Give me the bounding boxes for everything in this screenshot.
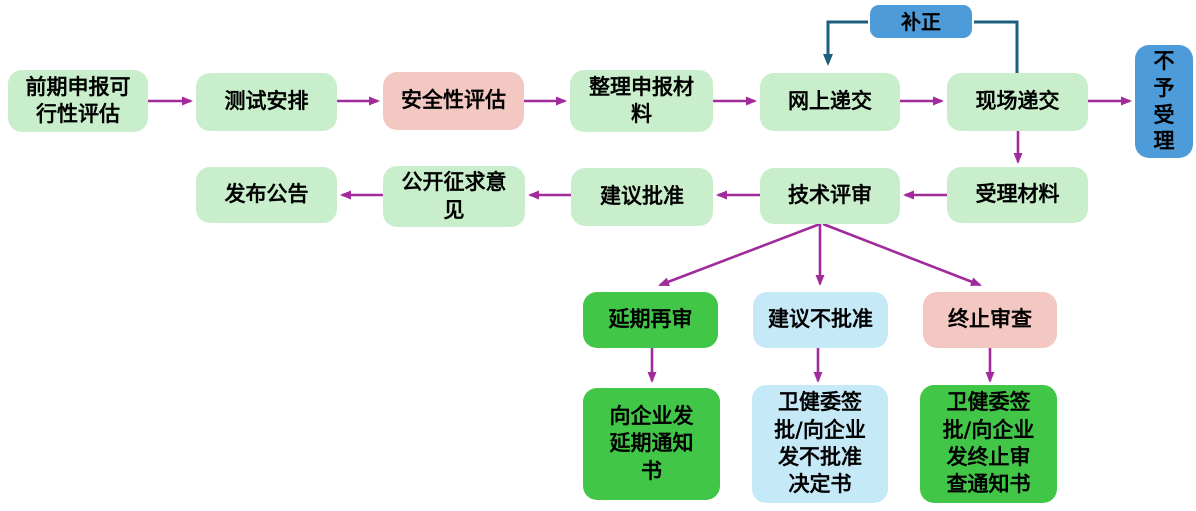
- node-suggest-approval: 建议批准: [571, 168, 713, 226]
- node-deferral-notice: 向企业发 延期通知 书: [583, 388, 720, 500]
- node-deferred-review: 延期再审: [583, 292, 718, 348]
- node-organize-materials: 整理申报材 料: [570, 70, 713, 132]
- node-online-submission: 网上递交: [760, 73, 900, 131]
- edge-technical-to-deferred: [658, 222, 821, 287]
- edge-correction-to-online: [823, 20, 868, 66]
- node-pre-assessment: 前期申报可 行性评估: [8, 70, 148, 132]
- edge-technical-to-terminate: [822, 222, 982, 287]
- node-disapproval-decision: 卫健委签 批/向企业 发不批准 决定书: [752, 385, 888, 503]
- node-test-arrangement: 测试安排: [196, 73, 337, 131]
- node-correction: 补正: [870, 5, 972, 38]
- node-suggest-disapproval: 建议不批准: [753, 292, 888, 348]
- node-termination-notice: 卫健委签 批/向企业 发终止审 查通知书: [920, 385, 1057, 503]
- node-public-comment: 公开征求意 见: [383, 166, 525, 227]
- node-terminate-review: 终止审查: [923, 292, 1057, 348]
- node-accept-materials: 受理材料: [947, 167, 1088, 223]
- edge-onsite-to-correction: [974, 20, 1019, 73]
- node-technical-review: 技术评审: [760, 168, 900, 224]
- node-safety-evaluation: 安全性评估: [383, 72, 524, 130]
- node-onsite-submission: 现场递交: [947, 73, 1088, 131]
- node-rejection: 不 予 受 理: [1135, 45, 1193, 158]
- node-announcement: 发布公告: [196, 167, 337, 223]
